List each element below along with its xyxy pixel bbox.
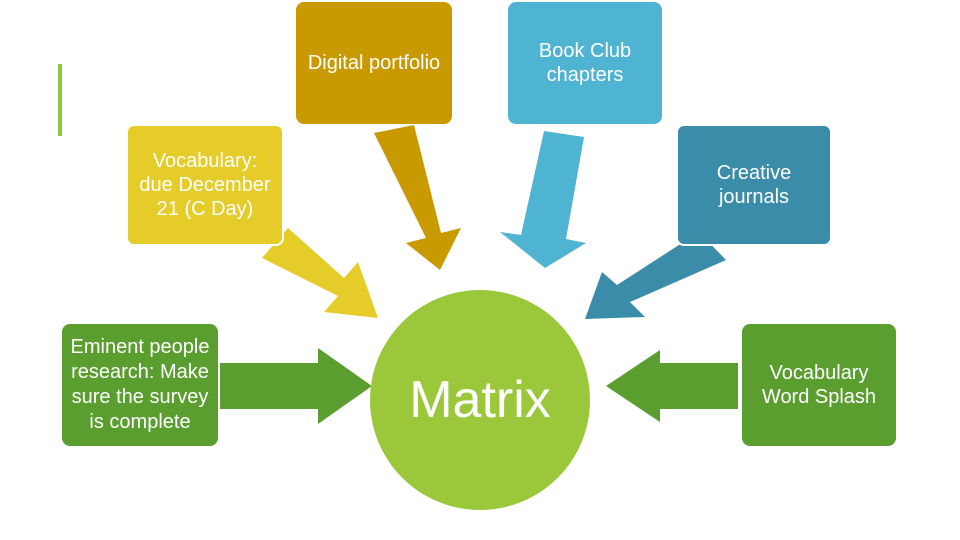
arrow-book-club <box>500 131 586 268</box>
node-label: Eminent people research: Make sure the s… <box>70 336 210 433</box>
node-label: Book Club chapters <box>538 40 632 86</box>
node-eminent-people: Eminent people research: Make sure the s… <box>62 324 218 446</box>
center-label: Matrix <box>409 371 551 429</box>
arrow-vocabulary <box>262 228 378 318</box>
accent-bar <box>58 64 62 136</box>
node-label: Vocabulary Word Splash <box>761 362 877 408</box>
node-digital-portfolio: Digital portfolio <box>296 2 452 124</box>
arrow-eminent <box>220 348 372 424</box>
arrow-digital-portfolio <box>374 125 461 270</box>
center-circle: Matrix <box>370 290 590 510</box>
arrow-creative <box>585 232 726 319</box>
node-creative-journals: Creative journals <box>676 124 832 246</box>
node-vocabulary-due: Vocabulary: due December 21 (C Day) <box>126 124 284 246</box>
node-label: Digital portfolio <box>307 52 441 74</box>
arrow-splash <box>606 350 738 422</box>
node-label: Creative journals <box>716 162 792 208</box>
node-vocabulary-word-splash: Vocabulary Word Splash <box>742 324 896 446</box>
node-label: Vocabulary: due December 21 (C Day) <box>139 150 271 220</box>
node-book-club-chapters: Book Club chapters <box>508 2 662 124</box>
